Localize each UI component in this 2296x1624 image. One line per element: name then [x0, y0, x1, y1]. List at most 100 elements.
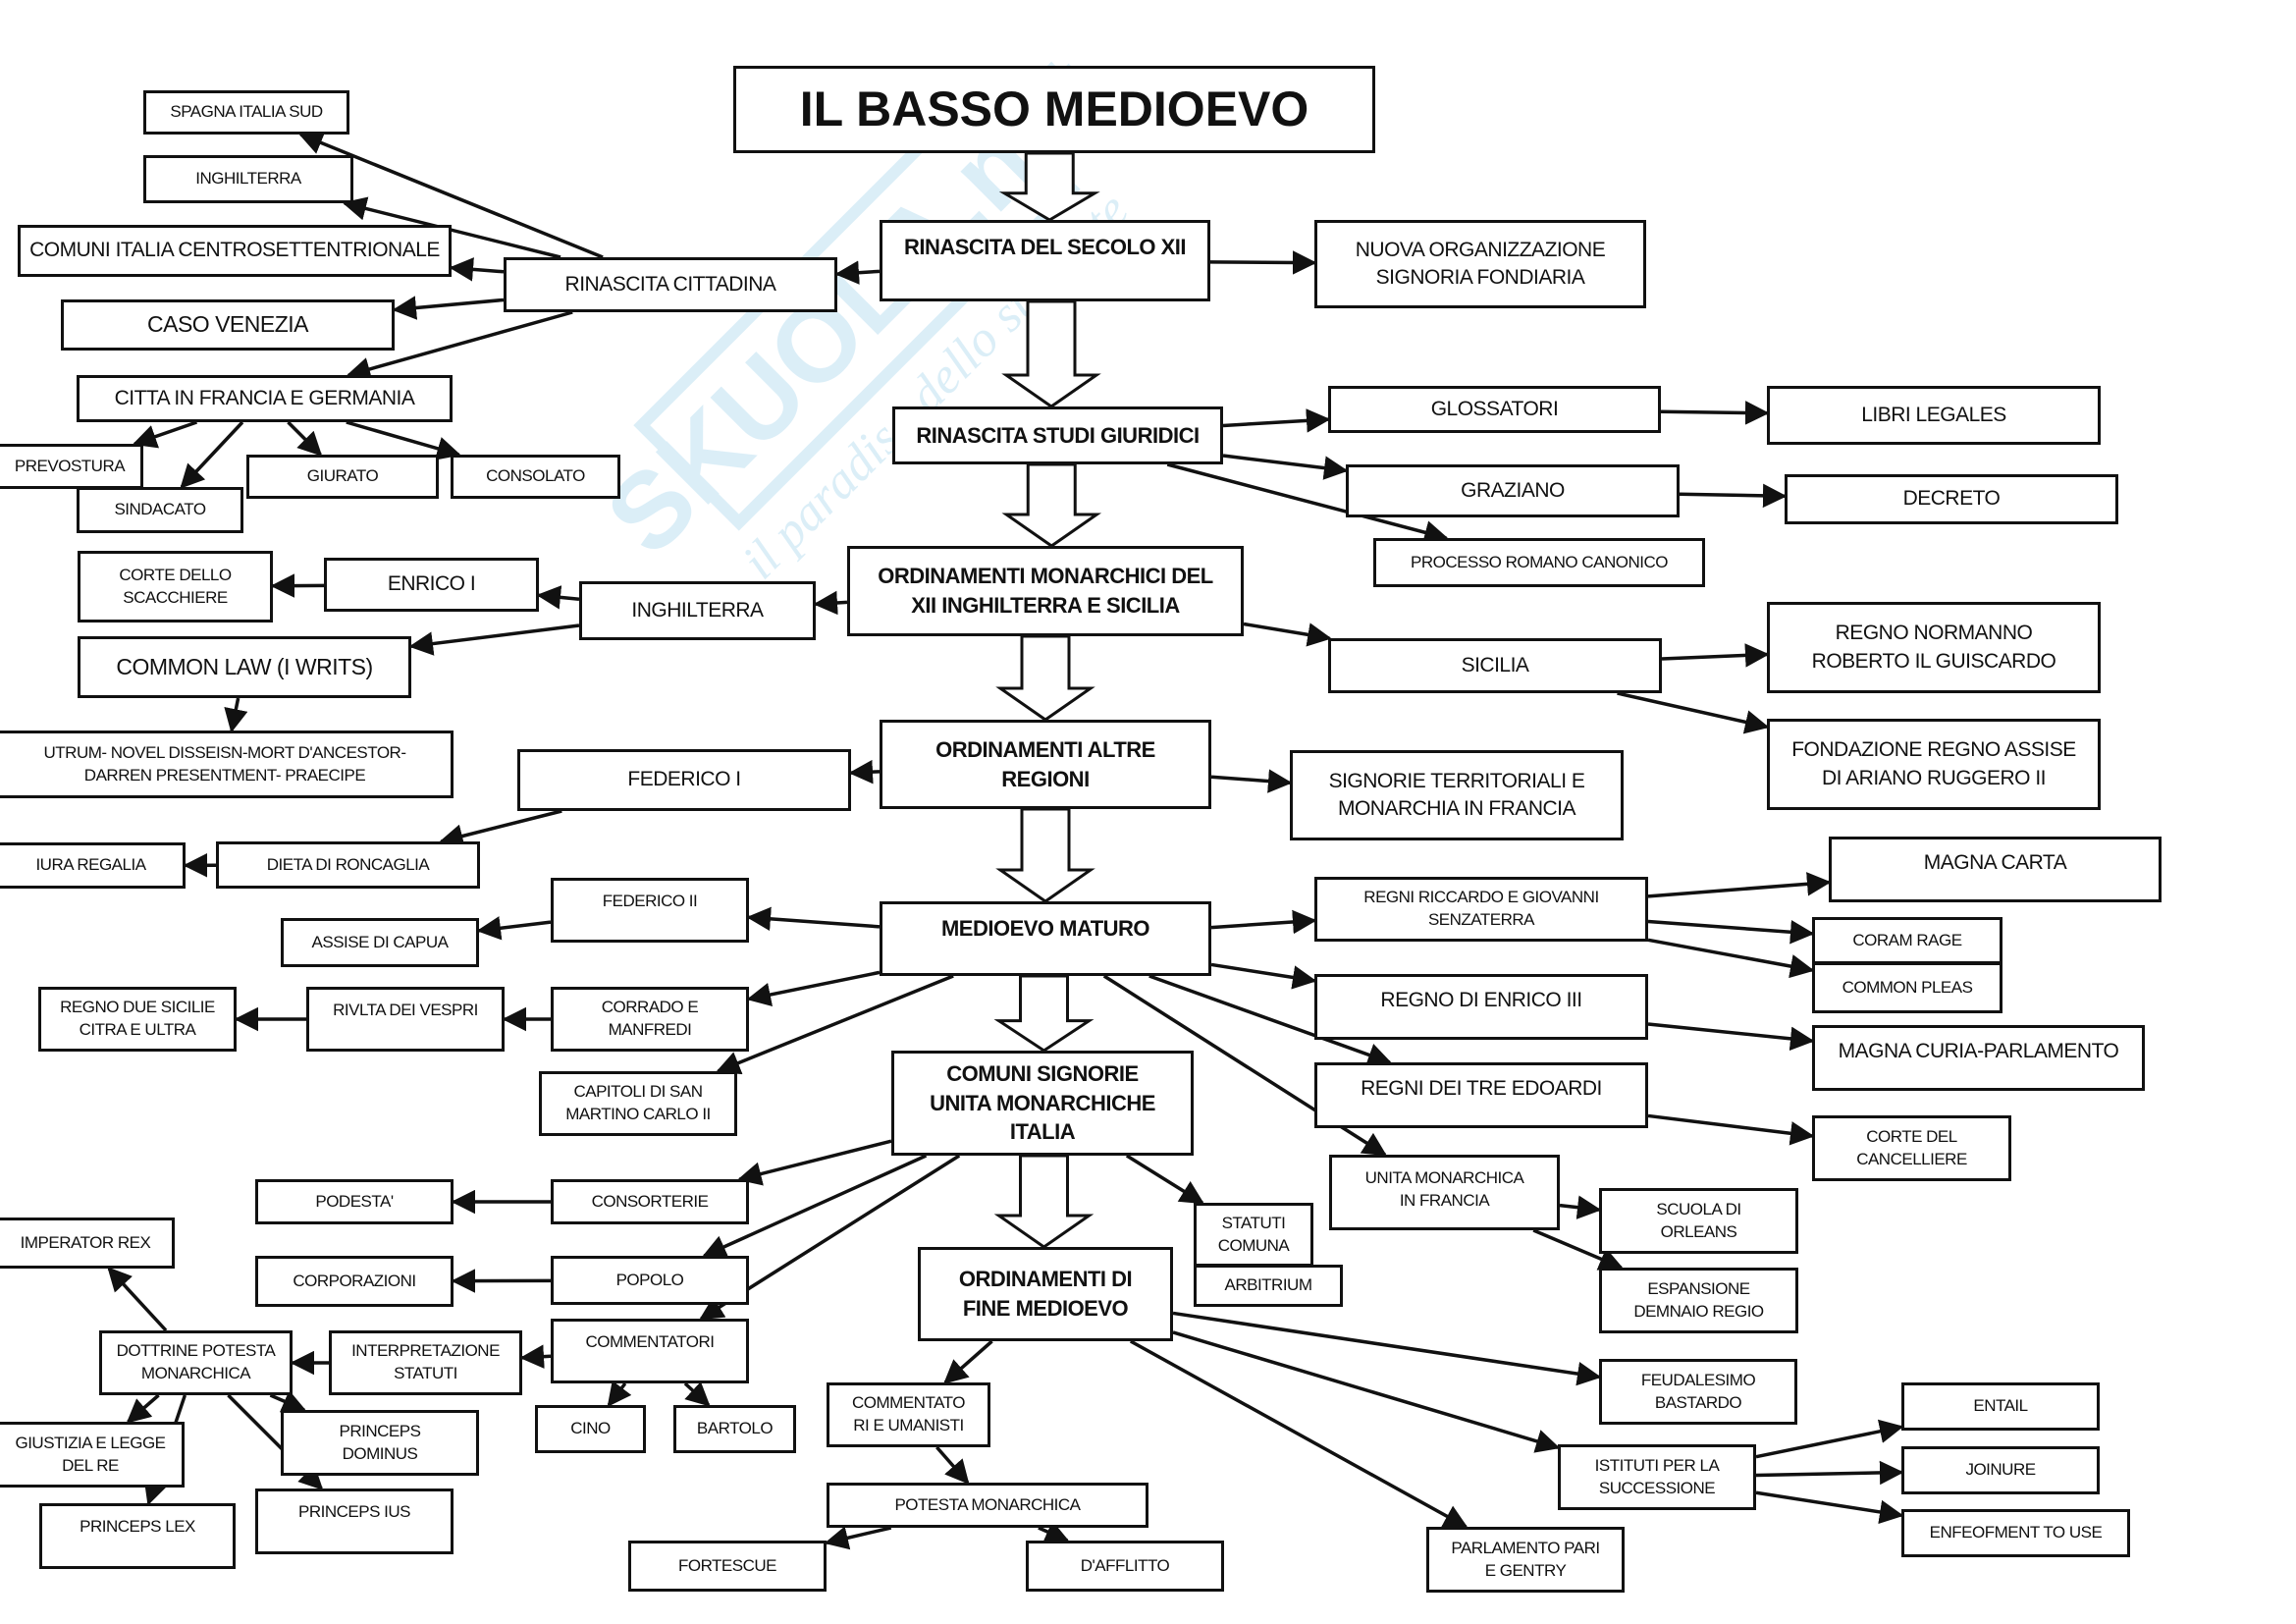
node-graziano[interactable]: GRAZIANO — [1346, 464, 1680, 517]
edge-ord_fine-to-commentatori_umanisti — [943, 1339, 993, 1384]
flow-arrow-comuni_signorie-to-ord_fine — [993, 1154, 1095, 1249]
node-spagna-italia-sud[interactable]: SPAGNA ITALIA SUD — [143, 90, 349, 135]
edge-common_law-to-utrum — [224, 697, 248, 733]
edge-istituti-to-joinure — [1755, 1460, 1904, 1486]
node-sindacato[interactable]: SINDACATO — [77, 487, 243, 533]
node-ordinamenti-monarchici[interactable]: ORDINAMENTI MONARCHICI DEL XII INGHILTER… — [847, 546, 1244, 636]
node-libri-legales[interactable]: LIBRI LEGALES — [1767, 386, 2101, 445]
edge-ord_fine-to-istituti — [1172, 1330, 1561, 1453]
node-rinascita-studi-giuridici[interactable]: RINASCITA STUDI GIURIDICI — [892, 406, 1223, 464]
node-ordinamenti-fine-medioevo[interactable]: ORDINAMENTI DI FINE MEDIOEVO — [918, 1247, 1173, 1341]
node-regno-enrico-iii[interactable]: REGNO DI ENRICO III — [1314, 974, 1648, 1040]
edge-regni_riccardo-to-magna_carta — [1647, 872, 1832, 898]
node-caso-venezia[interactable]: CASO VENEZIA — [61, 299, 395, 351]
node-processo-romano-canonico[interactable]: PROCESSO ROMANO CANONICO — [1373, 538, 1705, 587]
node-istituti-successione[interactable]: ISTITUTI PER LA SUCCESSIONE — [1558, 1444, 1756, 1510]
node-entail[interactable]: ENTAIL — [1901, 1382, 2100, 1431]
edge-dottrine-to-princeps_dominus — [269, 1389, 307, 1413]
node-statuti-comuna[interactable]: STATUTI COMUNA — [1194, 1203, 1313, 1267]
node-regni-tre-edoardi[interactable]: REGNI DEI TRE EDOARDI — [1314, 1062, 1648, 1128]
node-imperator-rex[interactable]: IMPERATOR REX — [0, 1218, 175, 1269]
node-consolato[interactable]: CONSOLATO — [451, 455, 620, 499]
node-signorie-territoriali[interactable]: SIGNORIE TERRITORIALI E MONARCHIA IN FRA… — [1290, 750, 1624, 840]
node-inghilterra-top[interactable]: INGHILTERRA — [143, 155, 353, 203]
node-potesta-monarchica[interactable]: POTESTA MONARCHICA — [827, 1483, 1148, 1528]
node-regno-normanno[interactable]: REGNO NORMANNO ROBERTO IL GUISCARDO — [1767, 602, 2101, 693]
node-rinascita-cittadina[interactable]: RINASCITA CITTADINA — [504, 257, 837, 312]
edge-federico_ii-to-assise_capua — [476, 916, 552, 941]
edge-inghilterra-to-enrico_i — [536, 585, 580, 610]
node-inghilterra[interactable]: INGHILTERRA — [579, 581, 816, 640]
node-coram-rage[interactable]: CORAM RAGE — [1812, 917, 2002, 964]
node-rinascita-secolo-xii[interactable]: RINASCITA DEL SECOLO XII — [880, 220, 1210, 301]
node-princeps-lex[interactable]: PRINCEPS LEX — [39, 1503, 236, 1569]
node-enfeofment-to-use[interactable]: ENFEOFMENT TO USE — [1901, 1509, 2130, 1557]
node-arbitrium[interactable]: ARBITRIUM — [1194, 1265, 1343, 1307]
node-cino[interactable]: CINO — [535, 1405, 646, 1453]
node-giurato[interactable]: GIURATO — [246, 455, 439, 499]
node-dafflitto[interactable]: D'AFFLITTO — [1026, 1541, 1224, 1592]
edge-comuni_signorie-to-statuti — [1125, 1154, 1204, 1205]
node-assise-capua[interactable]: ASSISE DI CAPUA — [281, 918, 479, 967]
node-commentatori-umanisti[interactable]: COMMENTATO RI E UMANISTI — [827, 1382, 990, 1447]
edge-potesta_monarchica-to-dafflitto — [1038, 1520, 1070, 1543]
node-citta-francia-germania[interactable]: CITTA IN FRANCIA E GERMANIA — [77, 375, 453, 422]
node-corrado-manfredi[interactable]: CORRADO E MANFREDI — [551, 987, 749, 1052]
edge-commentatori-to-bartolo — [683, 1381, 711, 1407]
node-federico-i[interactable]: FEDERICO I — [517, 749, 851, 811]
node-sicilia[interactable]: SICILIA — [1328, 638, 1662, 693]
node-iura-regalia[interactable]: IURA REGALIA — [0, 842, 186, 889]
node-espansione-demanio[interactable]: ESPANSIONE DEMNAIO REGIO — [1599, 1268, 1798, 1333]
edge-rinascita_cittadina-to-inghilterra_top — [342, 196, 561, 259]
node-utrum-writs[interactable]: UTRUM- NOVEL DISSEISN-MORT D'ANCESTOR- D… — [0, 731, 454, 798]
node-interpretazione-statuti[interactable]: INTERPRETAZIONE STATUTI — [329, 1330, 522, 1395]
node-regni-riccardo-giovanni[interactable]: REGNI RICCARDO E GIOVANNI SENZATERRA — [1314, 877, 1648, 942]
edge-graziano-to-decreto — [1679, 483, 1788, 509]
node-corte-scacchiere[interactable]: CORTE DELLO SCACCHIERE — [78, 551, 273, 623]
node-common-pleas[interactable]: COMMON PLEAS — [1812, 962, 2002, 1013]
flow-arrow-title-to-rinascita_xii — [998, 151, 1100, 222]
flow-arrow-ord_monarchici-to-ord_altre — [995, 634, 1095, 722]
node-federico-ii[interactable]: FEDERICO II — [551, 878, 749, 943]
node-magna-curia[interactable]: MAGNA CURIA-PARLAMENTO — [1812, 1025, 2145, 1091]
node-enrico-i[interactable]: ENRICO I — [324, 558, 539, 612]
edge-medioevo_maturo-to-federico_ii — [746, 906, 881, 932]
node-decreto[interactable]: DECRETO — [1785, 474, 2118, 524]
node-princeps-dominus[interactable]: PRINCEPS DOMINUS — [281, 1410, 479, 1476]
node-fortescue[interactable]: FORTESCUE — [628, 1541, 827, 1592]
node-glossatori[interactable]: GLOSSATORI — [1328, 386, 1661, 433]
node-giustizia-legge[interactable]: GIUSTIZIA E LEGGE DEL RE — [0, 1422, 185, 1488]
node-feudalesimo-bastardo[interactable]: FEUDALESIMO BASTARDO — [1599, 1359, 1797, 1425]
node-nuova-organizzazione[interactable]: NUOVA ORGANIZZAZIONE SIGNORIA FONDIARIA — [1314, 220, 1646, 308]
node-corporazioni[interactable]: CORPORAZIONI — [255, 1256, 454, 1307]
node-consorterie[interactable]: CONSORTERIE — [551, 1179, 749, 1224]
node-corte-cancelliere[interactable]: CORTE DEL CANCELLIERE — [1812, 1115, 2011, 1181]
node-rivolta-vespri[interactable]: RIVLTA DEI VESPRI — [306, 987, 505, 1052]
node-fondazione-regno[interactable]: FONDAZIONE REGNO ASSISE DI ARIANO RUGGER… — [1767, 719, 2101, 810]
edge-unita_francia-to-scuola_orleans — [1559, 1195, 1602, 1219]
node-common-law[interactable]: COMMON LAW (I WRITS) — [78, 636, 411, 698]
node-joinure[interactable]: JOINURE — [1901, 1446, 2100, 1494]
node-capitoli-san-martino[interactable]: CAPITOLI DI SAN MARTINO CARLO II — [539, 1071, 737, 1136]
edge-rinascita_xii-to-rinascita_cittadina — [834, 260, 881, 285]
node-unita-monarchica-francia[interactable]: UNITA MONARCHICA IN FRANCIA — [1329, 1155, 1560, 1230]
node-comuni-italia[interactable]: COMUNI ITALIA CENTROSETTENTRIONALE — [18, 225, 452, 277]
node-medioevo-maturo[interactable]: MEDIOEVO MATURO — [880, 901, 1211, 976]
node-dottrine-potesta[interactable]: DOTTRINE POTESTA MONARCHICA — [99, 1330, 293, 1395]
node-commentatori[interactable]: COMMENTATORI — [551, 1319, 749, 1383]
node-comuni-signorie-italia[interactable]: COMUNI SIGNORIE UNITA MONARCHICHE ITALIA — [891, 1051, 1194, 1156]
node-regno-due-sicilie[interactable]: REGNO DUE SICILIE CITRA E ULTRA — [38, 987, 237, 1052]
node-magna-carta[interactable]: MAGNA CARTA — [1829, 837, 2162, 902]
node-scuola-orleans[interactable]: SCUOLA DI ORLEANS — [1599, 1188, 1798, 1254]
node-ordinamenti-altre-regioni[interactable]: ORDINAMENTI ALTRE REGIONI — [880, 720, 1211, 809]
node-popolo[interactable]: POPOLO — [551, 1256, 749, 1305]
node-podesta[interactable]: PODESTA' — [255, 1179, 454, 1224]
edge-rinascita_cittadina-to-spagna — [298, 131, 604, 259]
node-parlamento-pari-gentry[interactable]: PARLAMENTO PARI E GENTRY — [1426, 1527, 1625, 1593]
node-dieta-roncaglia[interactable]: DIETA DI RONCAGLIA — [216, 841, 480, 889]
edge-comuni_signorie-to-consorterie — [737, 1139, 892, 1186]
node-prevostura[interactable]: PREVOSTURA — [0, 444, 143, 489]
node-bartolo[interactable]: BARTOLO — [673, 1405, 796, 1453]
edge-sicilia-to-fondazione_regno — [1617, 691, 1770, 734]
node-princeps-ius[interactable]: PRINCEPS IUS — [255, 1489, 454, 1554]
